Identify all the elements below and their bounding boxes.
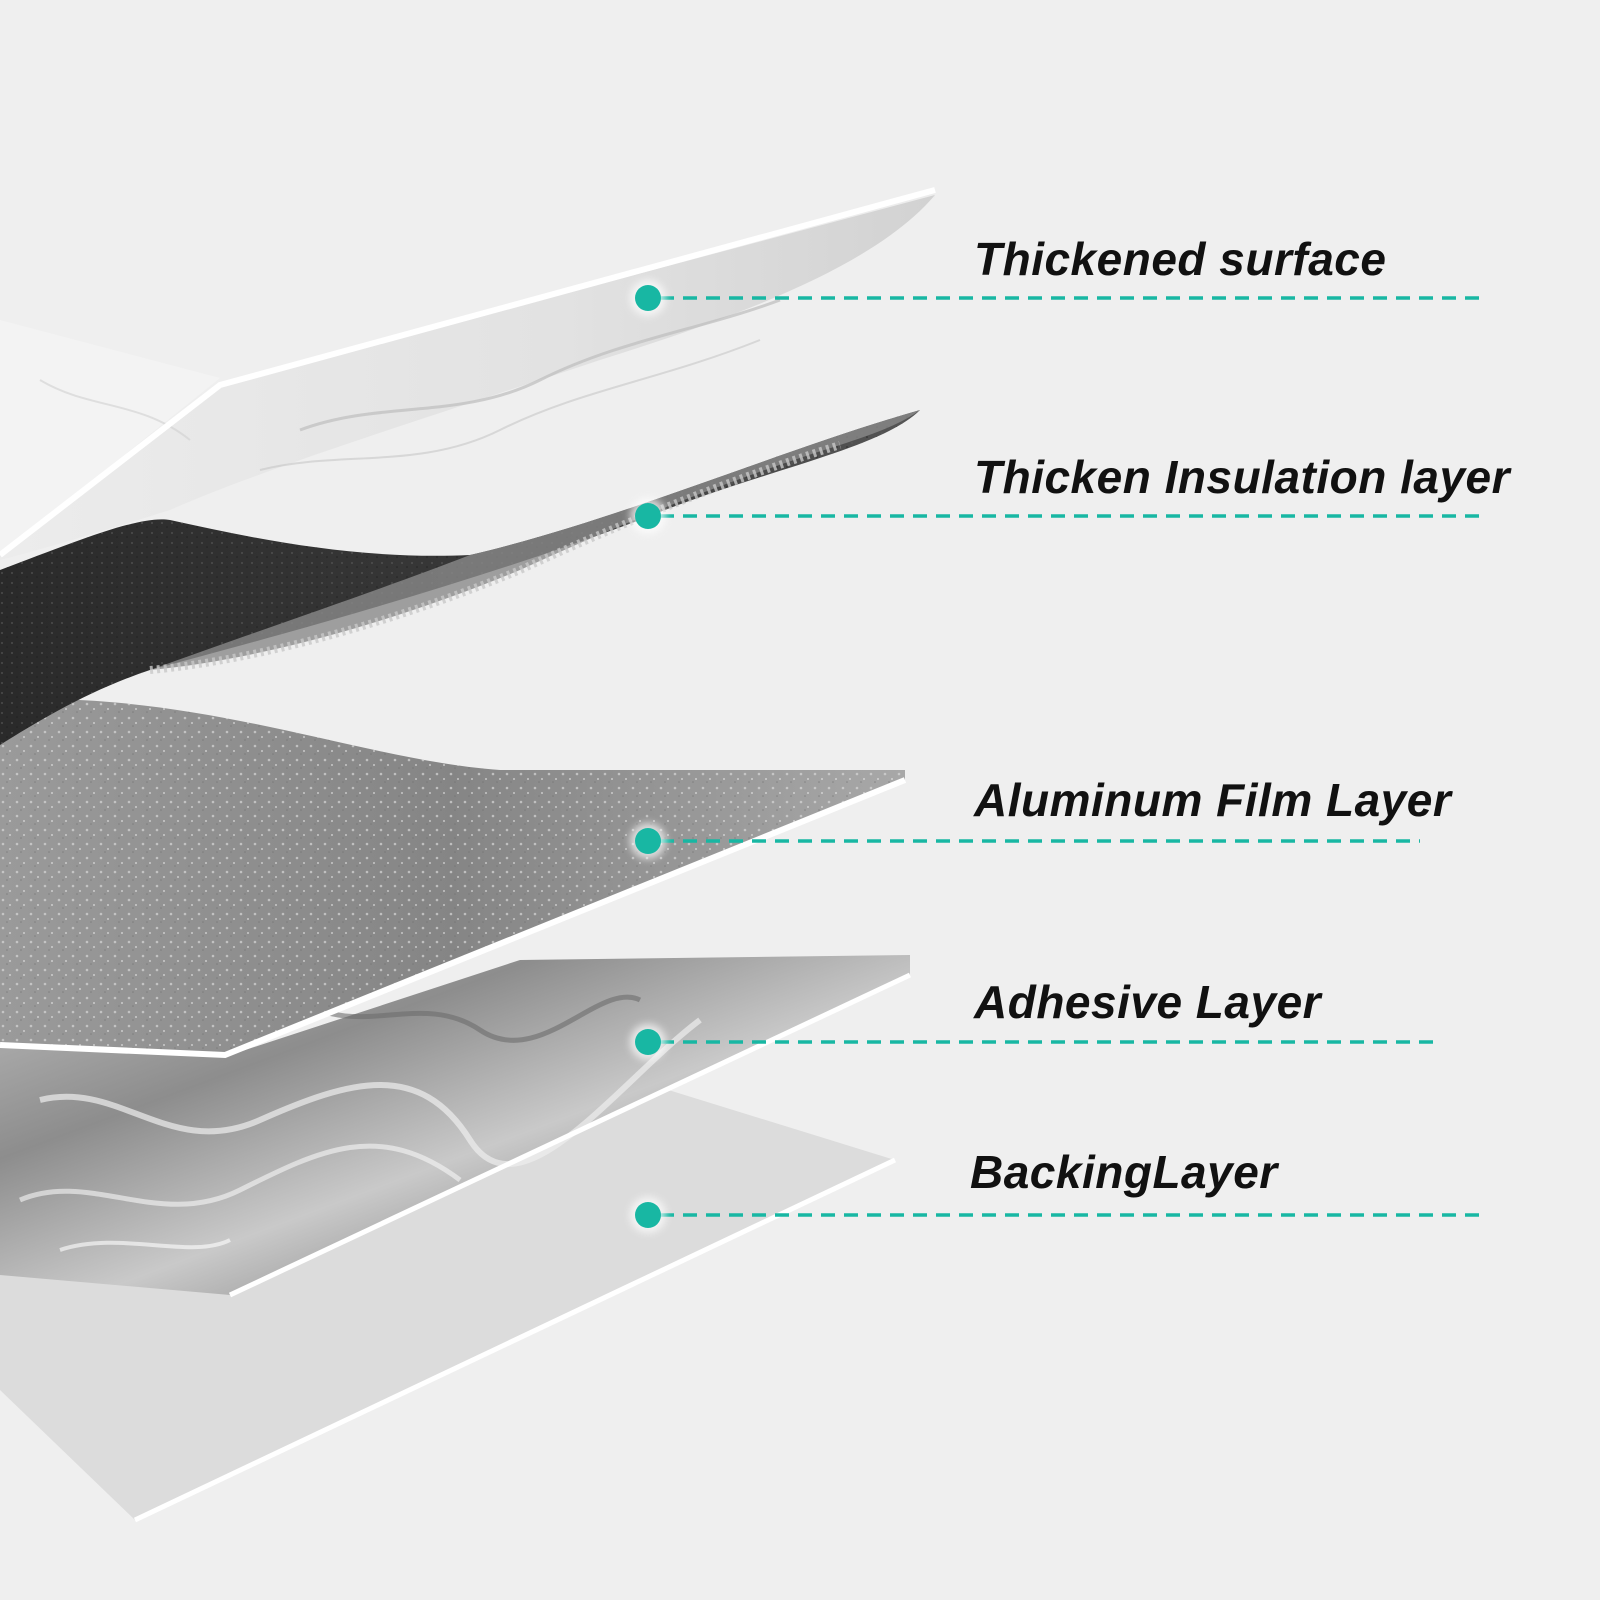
label-backing-layer: BackingLayer	[970, 1146, 1278, 1198]
leader-lines	[660, 296, 1480, 1217]
label-aluminum-film-layer: Aluminum Film Layer	[974, 774, 1452, 826]
label-thickened-surface: Thickened surface	[974, 233, 1387, 285]
aluminum-film-layer-sheet	[0, 699, 907, 1059]
marker-dot-thickened-surface	[635, 285, 661, 311]
insulation-layer-sheet	[0, 410, 920, 745]
marker-dots	[630, 280, 666, 1233]
marker-dot-insulation	[635, 503, 661, 529]
marker-dot-adhesive	[635, 1029, 661, 1055]
marker-dot-backing	[635, 1202, 661, 1228]
adhesive-layer-sheet	[0, 955, 912, 1298]
label-adhesive-layer: Adhesive Layer	[974, 976, 1322, 1028]
marker-dot-aluminum	[635, 828, 661, 854]
thickened-surface-layer-sheet	[0, 187, 936, 560]
label-insulation-layer: Thicken Insulation layer	[974, 451, 1511, 503]
